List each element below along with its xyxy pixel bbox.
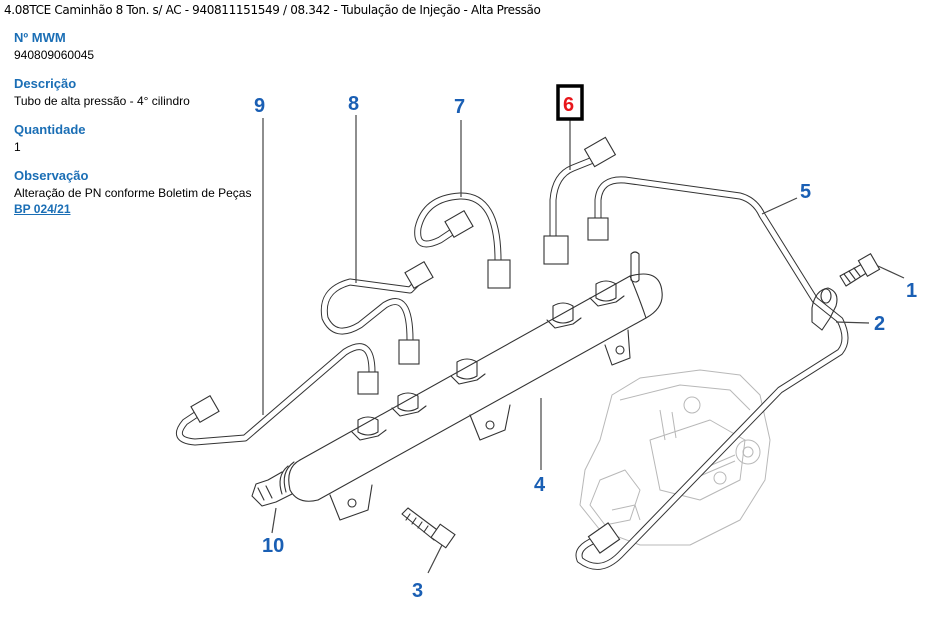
- tube-part-6: [543, 136, 617, 265]
- selected-callout-box: [556, 84, 584, 121]
- description-label: Descrição: [14, 76, 77, 91]
- callout-7[interactable]: 7: [454, 96, 465, 118]
- quantity-value: 1: [14, 140, 21, 154]
- callout-1[interactable]: 1: [906, 280, 917, 302]
- mwm-label: Nº MWM: [14, 30, 66, 45]
- tube-part-9: [175, 343, 379, 446]
- callouts: 9 8 7 6 5 1 2 4 10 3: [254, 84, 917, 602]
- observation-value: Alteração de PN conforme Boletim de Peça…: [14, 185, 254, 217]
- bulletin-link[interactable]: BP 024/21: [14, 202, 71, 216]
- page-title: 4.08TCE Caminhão 8 Ton. s/ AC - 94081115…: [4, 3, 541, 17]
- observation-text: Alteração de PN conforme Boletim de Peça…: [14, 186, 252, 200]
- rail-ports: [351, 251, 640, 441]
- tube-part-8: [320, 260, 434, 365]
- clamp-part-2: [811, 287, 838, 331]
- description-value: Tubo de alta pressão - 4° cilindro: [14, 94, 190, 108]
- callout-4[interactable]: 4: [534, 474, 546, 496]
- observation-label: Observação: [14, 168, 89, 183]
- callout-9[interactable]: 9: [254, 95, 265, 117]
- callout-2[interactable]: 2: [874, 313, 885, 335]
- high-pressure-pump: [579, 369, 771, 546]
- callout-10[interactable]: 10: [262, 535, 284, 557]
- tube-part-5: [575, 176, 849, 570]
- tube-part-7: [414, 192, 511, 289]
- leader-lines: [262, 115, 905, 574]
- callout-8[interactable]: 8: [348, 93, 359, 115]
- callout-6-selected[interactable]: 6: [563, 94, 574, 116]
- screw-part-1: [839, 252, 881, 287]
- screw-part-3: [401, 507, 456, 549]
- part-info-panel: Nº MWM 940809060045 Descrição Tubo de al…: [14, 30, 254, 230]
- callout-3[interactable]: 3: [412, 580, 423, 602]
- callout-5[interactable]: 5: [800, 181, 811, 203]
- quantity-label: Quantidade: [14, 122, 86, 137]
- mwm-value: 940809060045: [14, 48, 95, 62]
- rail-part-4: [251, 251, 663, 521]
